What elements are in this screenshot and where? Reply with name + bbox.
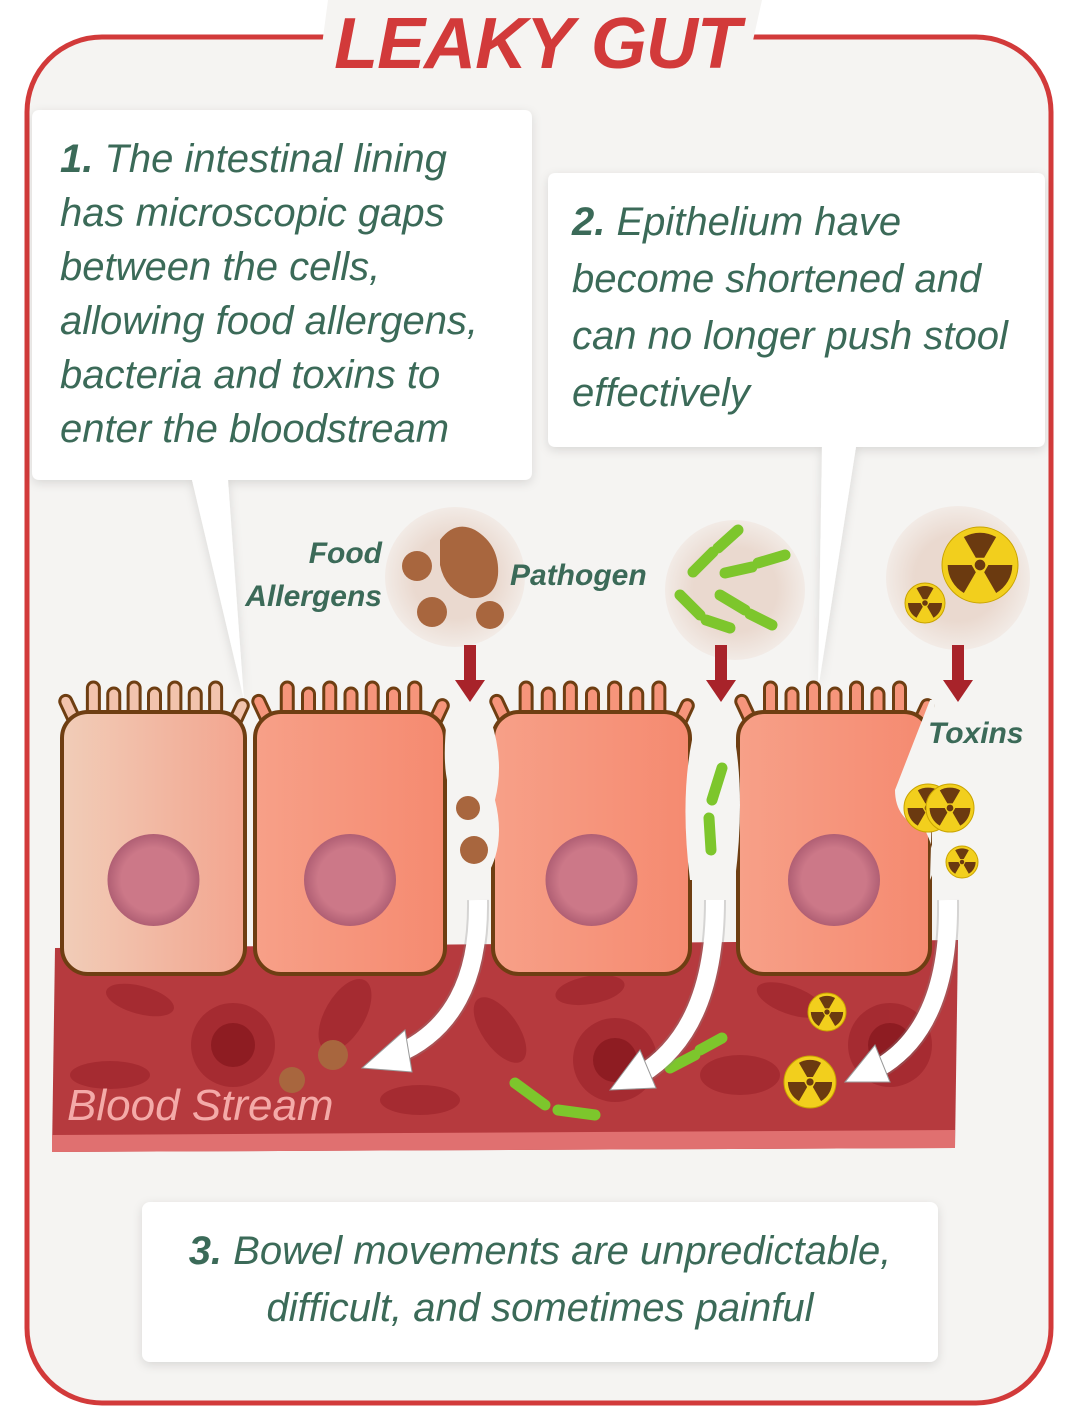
- note-line-text: allowing food allergens,: [60, 299, 478, 343]
- note-line: bacteria and toxins to: [60, 353, 440, 397]
- note-line: has microscopic gaps: [60, 191, 445, 235]
- food-allergens-bubble: [385, 507, 525, 647]
- radiation-icon: [945, 845, 979, 879]
- cell-nucleus: [304, 834, 396, 926]
- label-blood-stream: Blood Stream: [67, 1081, 334, 1130]
- note-3-text: 3. Bowel movements are unpredictable, dif…: [189, 1229, 892, 1330]
- note-line-text: bacteria and toxins to: [60, 353, 440, 397]
- note-line: allowing food allergens,: [60, 299, 478, 343]
- note-number: 3.: [189, 1229, 233, 1273]
- radiation-icon: [941, 526, 1019, 604]
- callout-3: [142, 1202, 938, 1362]
- note-line-text: between the cells,: [60, 245, 380, 289]
- title-tab: [322, 0, 762, 45]
- note-line-text: Epithelium have: [616, 200, 901, 244]
- note-2-text: 2. Epithelium have become shortened and ca…: [571, 200, 1009, 415]
- leaked-toxins: [783, 783, 979, 1109]
- note-line: can no longer push stool: [572, 314, 1009, 358]
- note-line-text: effectively: [572, 371, 753, 415]
- note-number: 1.: [60, 137, 104, 181]
- note-line: effectively: [572, 371, 753, 415]
- gap-2: [685, 740, 740, 880]
- label-allergens: Allergens: [244, 580, 382, 613]
- radiation-icon: [807, 992, 847, 1032]
- note-line: 2. Epithelium have: [571, 200, 901, 244]
- note-line: difficult, and sometimes painful: [267, 1286, 815, 1330]
- label-food: Food: [309, 537, 383, 570]
- cell-nucleus: [107, 834, 200, 926]
- note-line-text: has microscopic gaps: [60, 191, 445, 235]
- cell-nucleus: [788, 834, 880, 926]
- note-line: 1. The intestinal lining: [60, 137, 447, 181]
- epithelial-cells: [58, 680, 935, 976]
- radiation-icon: [783, 1055, 837, 1109]
- leak-arrows: [360, 899, 960, 1091]
- note-line-text: The intestinal lining: [104, 137, 446, 181]
- callout-2: [548, 173, 1045, 690]
- note-line: enter the bloodstream: [60, 407, 449, 451]
- note-1-text: 1. The intestinal lining has microscopic …: [60, 137, 478, 451]
- epithelial-cell: [251, 680, 450, 976]
- toxins-bubble: [886, 506, 1030, 650]
- note-line: 3. Bowel movements are unpredictable,: [189, 1229, 892, 1273]
- epithelial-cell: [58, 680, 250, 976]
- page-title: LEAKY GUT: [334, 4, 747, 84]
- leaked-particles: [279, 762, 728, 1121]
- note-line: between the cells,: [60, 245, 380, 289]
- radiation-icon: [904, 582, 946, 624]
- radiation-icon: [925, 783, 975, 833]
- note-line-text: become shortened and: [572, 257, 983, 301]
- note-number: 2.: [571, 200, 616, 244]
- note-line: become shortened and: [572, 257, 983, 301]
- epithelial-cell: [489, 680, 695, 976]
- epithelial-cell: [734, 680, 935, 976]
- pathogen-bubble: [665, 520, 805, 660]
- note-line-text: difficult, and sometimes painful: [267, 1286, 815, 1330]
- note-line-text: enter the bloodstream: [60, 407, 449, 451]
- cell-nucleus: [545, 834, 638, 926]
- down-arrows: [455, 645, 973, 702]
- callout-1: [32, 110, 532, 700]
- note-line-text: Bowel movements are unpredictable,: [233, 1229, 891, 1273]
- radiation-icon: [904, 526, 1019, 624]
- gap-1: [444, 718, 499, 870]
- label-toxins: Toxins: [928, 717, 1024, 750]
- note-line-text: can no longer push stool: [572, 314, 1009, 358]
- label-pathogen: Pathogen: [510, 559, 647, 592]
